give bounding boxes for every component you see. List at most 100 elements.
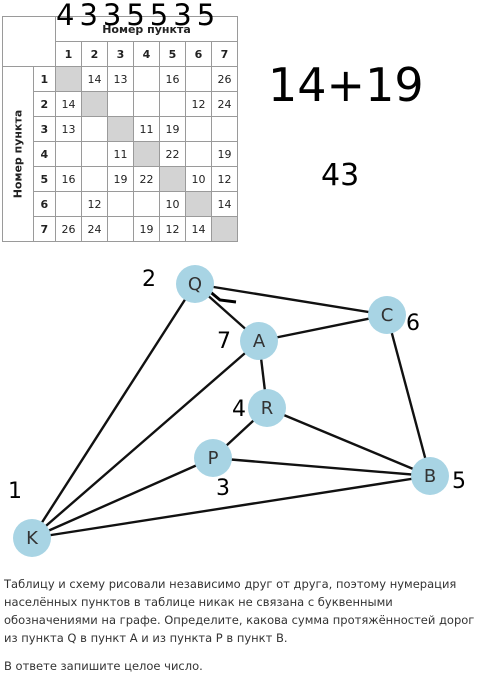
node-K-handwritten-number: 1 xyxy=(8,479,22,504)
handwritten-sum: 43 xyxy=(321,158,360,193)
table-cell: 26 xyxy=(211,66,238,92)
node-P-handwritten-number: 3 xyxy=(216,476,230,501)
table-cell: 19 xyxy=(107,166,134,192)
edge-R-B xyxy=(266,406,431,478)
edge-A-K xyxy=(31,340,260,539)
table-cell xyxy=(133,191,160,217)
task-paragraph-2: В ответе запишите целое число. xyxy=(4,659,203,673)
edge-C-B xyxy=(385,314,432,477)
row-number-5: 5 xyxy=(32,166,57,192)
handwritten-expression: 14+19 xyxy=(268,58,424,112)
table-cell xyxy=(133,91,160,117)
node-B-handwritten-number: 5 xyxy=(452,469,466,494)
table-cell xyxy=(185,66,212,92)
node-P-label: P xyxy=(208,448,219,469)
node-C-circle xyxy=(368,296,406,334)
node-Q-label: Q xyxy=(188,274,202,295)
table-row: 4 11 22 19 xyxy=(3,141,238,167)
table-corner xyxy=(2,16,56,67)
table-cell: 22 xyxy=(133,166,160,192)
row-number-1: 1 xyxy=(32,66,57,92)
node-C-label: C xyxy=(381,305,394,326)
node-B-circle xyxy=(411,457,449,495)
row-header-cell: Номер пункта xyxy=(2,66,34,242)
table-cell xyxy=(185,141,212,167)
table-cell: 14 xyxy=(55,91,82,117)
col-number-2: 2 xyxy=(81,41,108,67)
col-number-3: 3 xyxy=(107,41,134,67)
table-cell xyxy=(159,166,186,192)
edge-P-B xyxy=(212,456,431,478)
table-cell xyxy=(159,91,186,117)
table-cell xyxy=(211,216,238,242)
handwritten-stroke-q-a xyxy=(207,288,237,304)
table-cell: 14 xyxy=(81,66,108,92)
node-R-handwritten-number: 4 xyxy=(232,397,246,422)
table-cell xyxy=(185,116,212,142)
row-number-7: 7 xyxy=(32,216,57,242)
node-K-label: K xyxy=(26,528,39,549)
table-cell: 26 xyxy=(55,216,82,242)
table-cell: 11 xyxy=(107,141,134,167)
table-cell: 13 xyxy=(55,116,82,142)
table-cell: 22 xyxy=(159,141,186,167)
table-cell: 12 xyxy=(81,191,108,217)
table-cell: 10 xyxy=(159,191,186,217)
table-cell: 24 xyxy=(81,216,108,242)
node-C-handwritten-number: 6 xyxy=(406,311,420,336)
col-number-5: 5 xyxy=(159,41,186,67)
table-cell xyxy=(107,91,134,117)
row-number-4: 4 xyxy=(32,141,57,167)
edge-A-C xyxy=(258,313,388,343)
table-cell: 11 xyxy=(133,116,160,142)
table-cell xyxy=(185,191,212,217)
table-row: 6 12 10 14 xyxy=(3,191,238,217)
task-text: Таблицу и схему рисовали независимо друг… xyxy=(4,575,490,685)
table-cell xyxy=(107,191,134,217)
row-number-3: 3 xyxy=(32,116,57,142)
table-cell xyxy=(81,166,108,192)
table-cell xyxy=(81,141,108,167)
table-cell xyxy=(107,216,134,242)
table-cell xyxy=(55,141,82,167)
node-R-circle xyxy=(248,389,286,427)
row-number-6: 6 xyxy=(32,191,57,217)
table-cell xyxy=(55,66,82,92)
col-number-1: 1 xyxy=(55,41,82,67)
task-paragraph-1: Таблицу и схему рисовали независимо друг… xyxy=(4,577,475,645)
table-cell xyxy=(133,66,160,92)
handwritten-column-digits: 4335535 xyxy=(56,0,221,32)
node-A-circle xyxy=(240,322,278,360)
table-cell: 13 xyxy=(107,66,134,92)
table-cell xyxy=(107,116,134,142)
table-cell: 12 xyxy=(211,166,238,192)
table-cell: 14 xyxy=(211,191,238,217)
node-K-circle xyxy=(13,519,51,557)
node-B-label: B xyxy=(424,466,436,487)
table-cell: 19 xyxy=(159,116,186,142)
table-cell: 24 xyxy=(211,91,238,117)
table-cell xyxy=(55,191,82,217)
col-header-title: Номер пункта xyxy=(55,16,238,42)
table-cell: 10 xyxy=(185,166,212,192)
table-cell: 16 xyxy=(55,166,82,192)
edge-P-K xyxy=(31,456,214,540)
node-Q-handwritten-number: 2 xyxy=(142,267,156,292)
table-cell: 12 xyxy=(185,91,212,117)
table-cell: 12 xyxy=(159,216,186,242)
edge-Q-K xyxy=(30,283,197,539)
col-number-7: 7 xyxy=(211,41,238,67)
col-number-4: 4 xyxy=(133,41,160,67)
table-cell: 19 xyxy=(211,141,238,167)
row-number-2: 2 xyxy=(32,91,57,117)
